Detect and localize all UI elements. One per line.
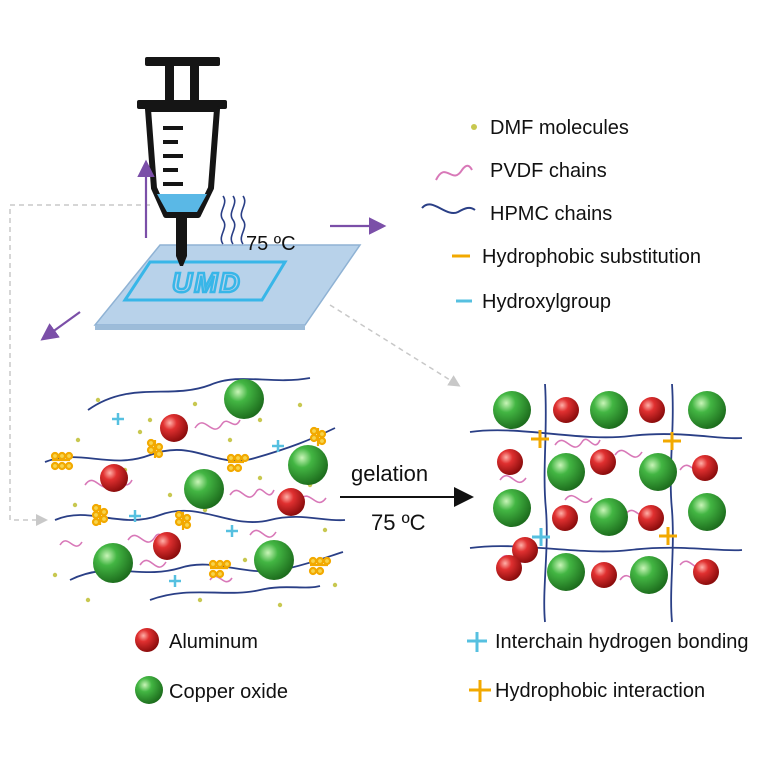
- legend-particles: Aluminum Copper oxide: [135, 628, 288, 704]
- heat-icon: [220, 195, 246, 245]
- printing-stage: [93, 244, 362, 330]
- gel-network: [469, 383, 743, 623]
- chip-text: UMD: [172, 267, 242, 298]
- dashed-guides: [9, 204, 461, 526]
- gelation-temperature: 75 ºC: [371, 510, 426, 535]
- print-temperature: 75 ºC: [246, 233, 296, 255]
- aluminum-icon: [135, 628, 159, 652]
- legend-hydrophobic-interaction: Hydrophobic interaction: [495, 680, 705, 702]
- legend-pvdf: PVDF chains: [490, 160, 607, 182]
- legend-hpmc: HPMC chains: [490, 203, 612, 225]
- syringe-icon: [137, 57, 227, 266]
- copper-oxide-icon: [135, 676, 163, 704]
- motion-arrows: [40, 159, 387, 341]
- legend-interchain: Interchain hydrogen bonding: [495, 631, 749, 653]
- dmf-icon: [471, 124, 477, 130]
- legend-copper-oxide: Copper oxide: [169, 681, 288, 703]
- legend-dmf: DMF molecules: [490, 117, 629, 139]
- hpmc-icon: [421, 203, 476, 215]
- legend-hydrophobic-substitution: Hydrophobic substitution: [482, 246, 701, 268]
- pvdf-icon: [435, 164, 473, 181]
- legend-components: DMF molecules PVDF chains HPMC chains Hy…: [421, 117, 701, 313]
- hydrophobic-interaction-icon: [469, 680, 491, 702]
- legend-interactions: Interchain hydrogen bonding Hydrophobic …: [467, 631, 749, 702]
- legend-aluminum: Aluminum: [169, 631, 258, 653]
- pre-gel-mixture: [44, 377, 346, 608]
- gelation-label: gelation: [351, 461, 428, 486]
- legend-hydroxyl: Hydroxylgroup: [482, 291, 611, 313]
- interchain-bond-icon: [467, 632, 487, 652]
